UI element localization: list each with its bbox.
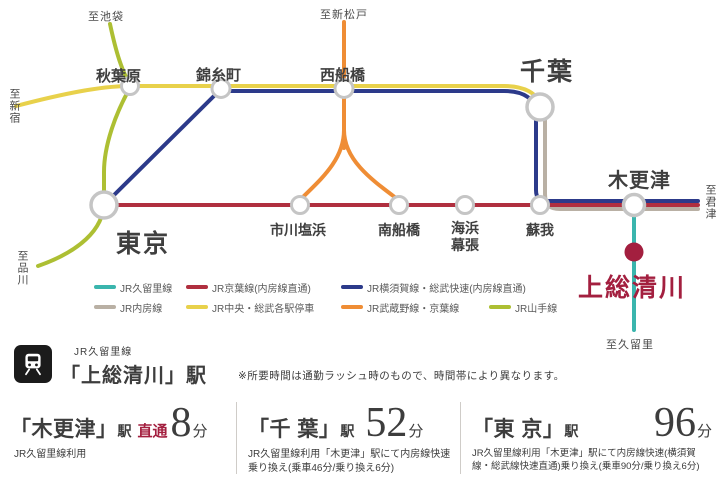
- access-chiba-minutes: 52: [365, 400, 408, 446]
- legend-label-sobu-rapid: JR横須賀線・総武快速(内房線直通): [367, 284, 526, 295]
- train-icon: [14, 345, 52, 383]
- station-circle-tokyo: [89, 190, 119, 220]
- station-circle-kinshicho: [210, 78, 232, 99]
- direction-kururi: 至久留里: [606, 339, 654, 351]
- column-divider-2: [460, 402, 461, 474]
- access-tokyo-minutes: 96: [653, 400, 696, 446]
- station-label-tokyo: 東京: [116, 230, 171, 258]
- station-circle-minamifunabashi: [389, 195, 409, 215]
- station-info-station-name: 「上総清川」駅: [60, 365, 207, 387]
- station-label-chiba: 千葉: [520, 58, 575, 86]
- station-circle-kisarazu: [621, 192, 647, 218]
- station-info: JR久留里線 「上総清川」駅: [60, 343, 207, 388]
- station-label-soga: 蘇我: [526, 222, 554, 238]
- access-kisarazu-suffix: 駅: [117, 423, 132, 439]
- access-chiba-time: 52 分: [362, 402, 423, 444]
- access-chiba-suffix: 駅: [340, 423, 355, 439]
- access-chiba-name: 「千 葉」: [248, 418, 341, 441]
- station-circle-kazusakiyokawa: [624, 242, 644, 262]
- legend-label-uchibo: JR内房線: [120, 304, 163, 315]
- legend-label-chuo-sobu: JR中央・総武各駅停車: [212, 304, 315, 315]
- access-kisarazu-unit: 分: [192, 423, 208, 440]
- station-circle-akihabara: [120, 76, 140, 96]
- access-chiba: 「千 葉」駅 52 分 JR久留里線利用「木更津」駅にて内房線快速乗り換え(乗車…: [248, 402, 452, 475]
- station-label-akihabara: 秋葉原: [96, 68, 142, 85]
- legend-swatch-uchibo: [94, 305, 116, 309]
- station-circle-soga: [530, 195, 550, 215]
- access-kisarazu-headline: 「木更津」駅 直通 8 分: [10, 402, 232, 444]
- direction-ikebukuro: 至池袋: [88, 11, 124, 23]
- direction-shinmatsudo: 至新松戸: [320, 9, 368, 21]
- access-kisarazu-detail: JR久留里線利用: [14, 449, 87, 460]
- access-kisarazu: 「木更津」駅 直通 8 分 JR久留里線利用: [10, 402, 232, 462]
- station-label-kinshicho: 錦糸町: [196, 67, 242, 84]
- station-label-ichikawashiohama: 市川塩浜: [270, 222, 326, 238]
- access-tokyo-time: 96 分: [651, 402, 712, 444]
- station-label-minamifunabashi: 南船橋: [378, 222, 420, 238]
- time-disclaimer-note: ※所要時間は通勤ラッシュ時のもので、時間帯により異なります。: [238, 370, 565, 382]
- station-info-line-name: JR久留里線: [74, 347, 133, 358]
- legend-label-yamanote: JR山手線: [515, 304, 558, 315]
- station-circle-nishifunabashi: [333, 78, 355, 99]
- legend-swatch-yamanote: [489, 305, 511, 309]
- station-label-nishifunabashi: 西船橋: [320, 67, 366, 84]
- direction-shinagawa: 至品川: [16, 250, 28, 286]
- station-label-kisarazu: 木更津: [608, 170, 671, 192]
- legend-swatch-chuo-sobu: [186, 305, 208, 309]
- musashino-branch-east: [342, 128, 398, 200]
- direction-shinjuku: 至新宿: [8, 88, 20, 124]
- station-label-kazusakiyokawa: 上総清川: [578, 274, 687, 302]
- train-glyph: [25, 353, 41, 376]
- musashino-branch-west: [300, 128, 346, 200]
- access-tokyo-suffix: 駅: [564, 423, 579, 439]
- access-tokyo-name: 「東 京」: [472, 418, 565, 441]
- access-chiba-headline: 「千 葉」駅 52 分: [248, 402, 452, 444]
- access-tokyo-headline: 「東 京」駅 96 分: [472, 402, 712, 444]
- legend-swatch-kururi: [94, 285, 116, 289]
- legend-swatch-sobu-rapid: [341, 285, 363, 289]
- station-circle-kaihimmakuhari: [455, 195, 475, 215]
- access-kisarazu-minutes: 8: [170, 400, 192, 446]
- access-chiba-unit: 分: [408, 423, 424, 440]
- legend-label-musashino: JR武蔵野線・京葉線: [367, 304, 460, 315]
- direction-kimitsu: 至君津: [704, 184, 716, 220]
- access-tokyo: 「東 京」駅 96 分 JR久留里線利用「木更津」駅にて内房線快速(横須賀線・総…: [472, 402, 712, 474]
- yamanote-line: [36, 22, 133, 268]
- access-kisarazu-direct-badge: 直通: [137, 423, 168, 440]
- uchibo-line: [543, 114, 700, 211]
- station-circle-ichikawashiohama: [290, 195, 310, 215]
- legend-swatch-musashino: [341, 305, 363, 309]
- access-kisarazu-name: 「木更津」: [10, 418, 118, 441]
- station-circle-chiba: [525, 92, 555, 122]
- access-tokyo-unit: 分: [696, 423, 712, 440]
- access-chiba-detail: JR久留里線利用「木更津」駅にて内房線快速乗り換え(乗車46分/乗り換え6分): [248, 449, 451, 474]
- legend-label-kururi: JR久留里線: [120, 284, 173, 295]
- route-map: [14, 20, 700, 332]
- legend-swatch-keiyo: [186, 285, 208, 289]
- legend-label-keiyo: JR京葉線(内房線直通): [212, 284, 311, 295]
- column-divider-1: [236, 402, 237, 474]
- access-tokyo-detail: JR久留里線利用「木更津」駅にて内房線快速(横須賀線・総武線快速直通)乗り換え(…: [472, 448, 700, 472]
- station-label-kaihimmakuhari: 海浜幕張: [451, 220, 479, 253]
